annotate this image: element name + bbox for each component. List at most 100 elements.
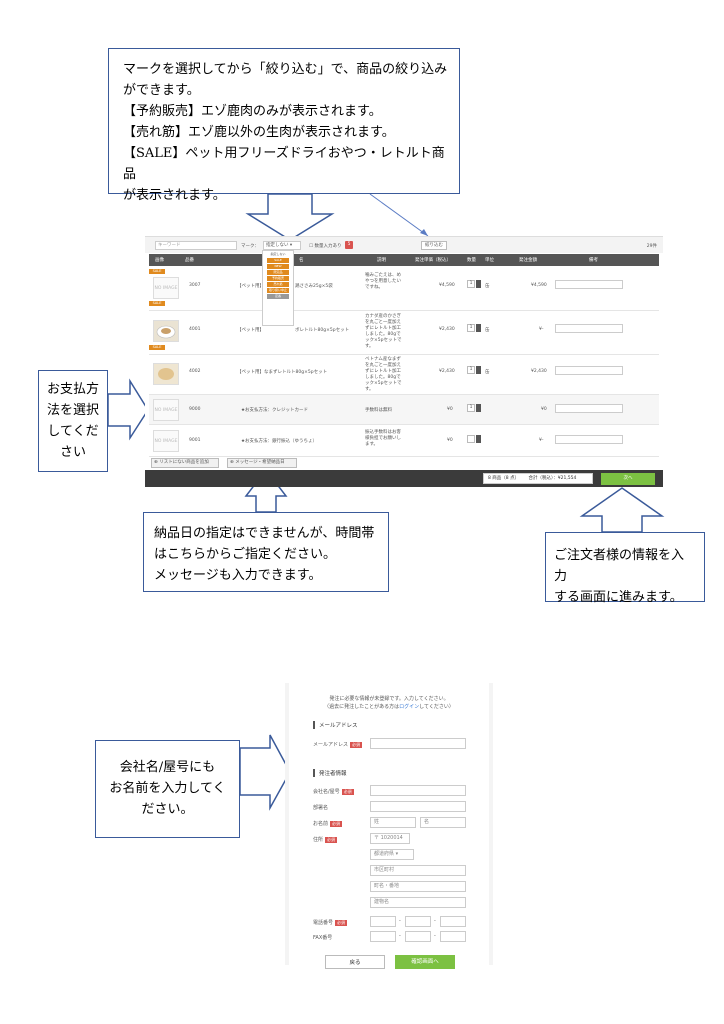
qty-spinner[interactable] [476,404,481,412]
qty-spinner[interactable] [476,324,481,332]
message-help-callout: 納品日の指定はできませんが、時間帯 はこちらからご指定ください。 メッセージも入… [143,512,389,592]
message-tab[interactable]: ⊕ メッセージ・希望納品日 [227,458,297,468]
message-label: メッセージ・希望納品日 [235,460,285,465]
notice-text-a: （過去に発注したことがある方は [324,704,400,710]
email-field[interactable] [370,738,466,749]
fax-field-2[interactable] [405,931,431,942]
notes-input[interactable] [555,324,623,333]
first-name-field[interactable]: 名 [420,817,466,828]
dropdown-option[interactable]: NEW [267,264,289,269]
last-name-field[interactable]: 姓 [370,817,416,828]
food-bowl-icon [158,368,174,380]
product-code: 3007 [189,283,201,288]
plus-icon: ⊕ [230,460,236,465]
addr-label: 住所必須 [313,836,338,843]
login-link[interactable]: ログイン [399,704,420,710]
back-button[interactable]: 戻る [325,955,385,969]
qty-spinner[interactable] [476,366,481,374]
dropdown-option[interactable]: SALE [267,258,289,263]
tel-field-3[interactable] [440,916,466,927]
dropdown-option[interactable]: 指定しない [267,252,289,257]
tel-field-1[interactable] [370,916,396,927]
dropdown-option[interactable]: 予約販売 [267,276,289,281]
tel-field-2[interactable] [405,916,431,927]
filter-button[interactable]: 絞り込む [421,241,447,250]
product-image: NO IMAGE [153,277,179,299]
notes-input[interactable] [555,404,623,413]
street-field[interactable]: 町名・番地 [370,881,466,892]
fax-field-1[interactable] [370,931,396,942]
amount: ¥2,430 [531,369,547,374]
building-field[interactable]: 建物名 [370,897,466,908]
dropdown-option[interactable]: 定番 [267,294,289,299]
summary-total: 合計（税込）：¥21,554 [528,476,577,481]
notes-input[interactable] [555,435,623,444]
product-image [153,363,179,385]
callout-line: お名前を入力してく [109,781,226,796]
qty-checkbox[interactable]: ☐ 数量入力あり [309,244,342,249]
notes-input[interactable] [555,280,623,289]
qty-input[interactable]: 1 [467,280,475,288]
qty-input[interactable]: 1 [467,404,475,412]
callout-line: してくだ [47,424,99,439]
dropdown-option[interactable]: 限定品 [267,270,289,275]
next-help-callout: ご注文者様の情報を入力 する画面に進みます。 [545,532,705,605]
th-unit: 単位 [485,258,494,263]
callout-line: さい [59,445,86,460]
confirm-button[interactable]: 確認画面へ [395,955,455,969]
required-badge: 必須 [330,821,343,827]
th-notes: 備考 [589,258,598,263]
company-label: 会社名/屋号必須 [313,788,354,795]
callout-line: はこちらからご指定ください。 [154,547,337,562]
unit: 缶 [485,284,490,289]
callout-line: 法を選択 [46,403,99,418]
amount: ¥4,590 [531,283,547,288]
product-code: 4002 [189,369,201,374]
next-button[interactable]: 次へ [601,473,655,485]
dash: - [434,918,436,924]
callout-line: マークを選択してから「絞り込む」で、商品の絞り込み [123,62,448,77]
dropdown-option[interactable]: 売れ筋 [267,282,289,287]
zip-field[interactable]: 〒 1020014 [370,833,410,844]
fax-field-3[interactable] [440,931,466,942]
sale-badge: SALE [149,269,165,274]
dept-field[interactable] [370,801,466,812]
payment-help-callout: お支払方 法を選択 してくだ さい [38,370,108,472]
product-code: 9001 [189,438,201,443]
qty-input[interactable]: 1 [467,366,475,374]
th-desc: 説明 [377,258,386,263]
company-field[interactable] [370,785,466,796]
notes-input[interactable] [555,366,623,375]
company-label-text: 会社名/屋号 [313,789,340,795]
dropdown-option[interactable]: 取り扱い中止 [267,288,289,293]
order-list-screenshot: キーワード マーク： 指定しない ▾ ☐ 数量入力あり 5 絞り込む 29件 画… [145,236,663,487]
keyword-input[interactable]: キーワード [155,241,237,250]
add-item-label: リストにない商品を追加 [159,460,209,465]
table-row: NO IMAGE 9000 ★お支払方法：クレジットカード 手数料は無料 ¥0 … [149,395,659,425]
city-field[interactable]: 市区町村 [370,865,466,876]
qty-spinner[interactable] [476,435,481,443]
product-image: NO IMAGE [153,399,179,421]
qty-spinner[interactable] [476,280,481,288]
amount: ¥- [539,327,544,332]
unit-price: ¥4,590 [439,283,455,288]
amount: ¥- [539,438,544,443]
section-orderer: 発注者情報 [313,769,347,777]
unit-price: ¥0 [447,407,453,412]
mark-select[interactable]: 指定しない ▾ [263,241,301,250]
add-item-tab[interactable]: ⊕ リストにない商品を追加 [151,458,219,468]
callout-line: 納品日の指定はできませんが、時間帯 [154,526,375,541]
callout-line: メッセージも入力できます。 [154,568,322,583]
qty-input[interactable]: 1 [467,324,475,332]
table-row: NO IMAGE 9001 ★お支払方法：銀行振込（ゆうちょ） 振込手数料はお客… [149,425,659,457]
required-badge: 必須 [350,742,363,748]
callout-line: 【予約販売】エゾ鹿肉のみが表示されます。 [123,104,382,119]
dash: - [399,933,401,939]
callout-line: ださい。 [141,802,194,817]
product-name: 【ペット用】 [237,328,264,333]
th-code: 品番 [185,258,194,263]
mail-label-text: メールアドレス [313,742,349,748]
product-image: NO IMAGE [153,430,179,452]
pref-select[interactable]: 都道府県 ▾ [370,849,414,860]
qty-input[interactable] [467,435,475,443]
